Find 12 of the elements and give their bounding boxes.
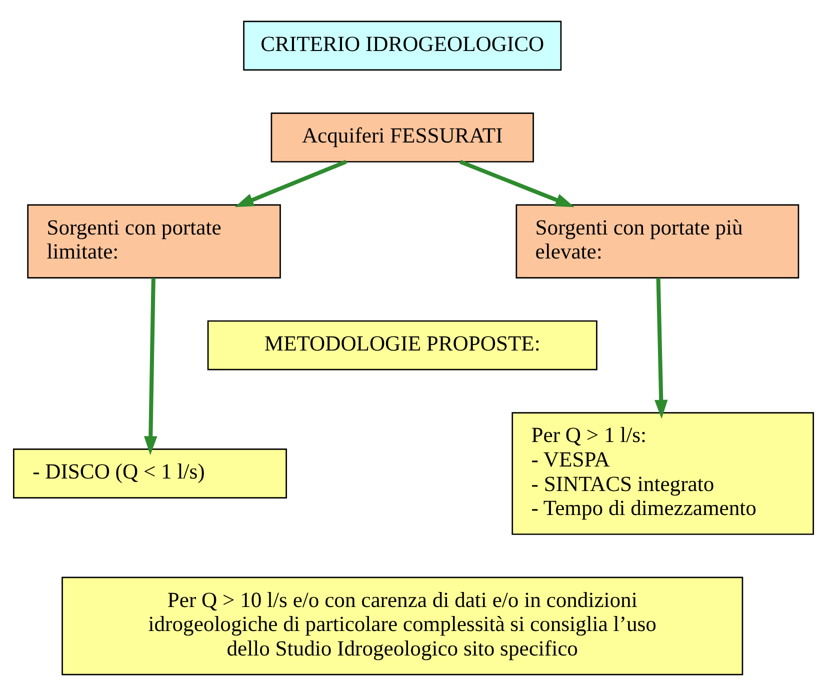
- arrow: [654, 278, 668, 418]
- node-box: Sorgenti con portate limitate:: [27, 204, 281, 278]
- node-box: Sorgenti con portate più elevate:: [516, 204, 800, 278]
- arrow: [144, 278, 158, 455]
- node-box: CRITERIO IDROGEOLOGICO: [243, 20, 562, 70]
- arrow: [460, 159, 574, 207]
- node-box: Per Q > 1 l/s: - VESPA - SINTACS integrato - Tempo di dimezzamento: [512, 412, 814, 534]
- arrow: [234, 159, 347, 207]
- node-box: METODOLOGIE PROPOSTE:: [207, 320, 598, 370]
- node-box: Acquiferi FESSURATI: [270, 112, 534, 162]
- node-box: - DISCO (Q < 1 l/s): [13, 448, 287, 498]
- node-box: Per Q > 10 l/s e/o con carenza di dati e/o in condizioni idrogeologiche di particolare complessità si consiglia l’uso dello Studio Idrogeologico sito specifico: [62, 576, 744, 675]
